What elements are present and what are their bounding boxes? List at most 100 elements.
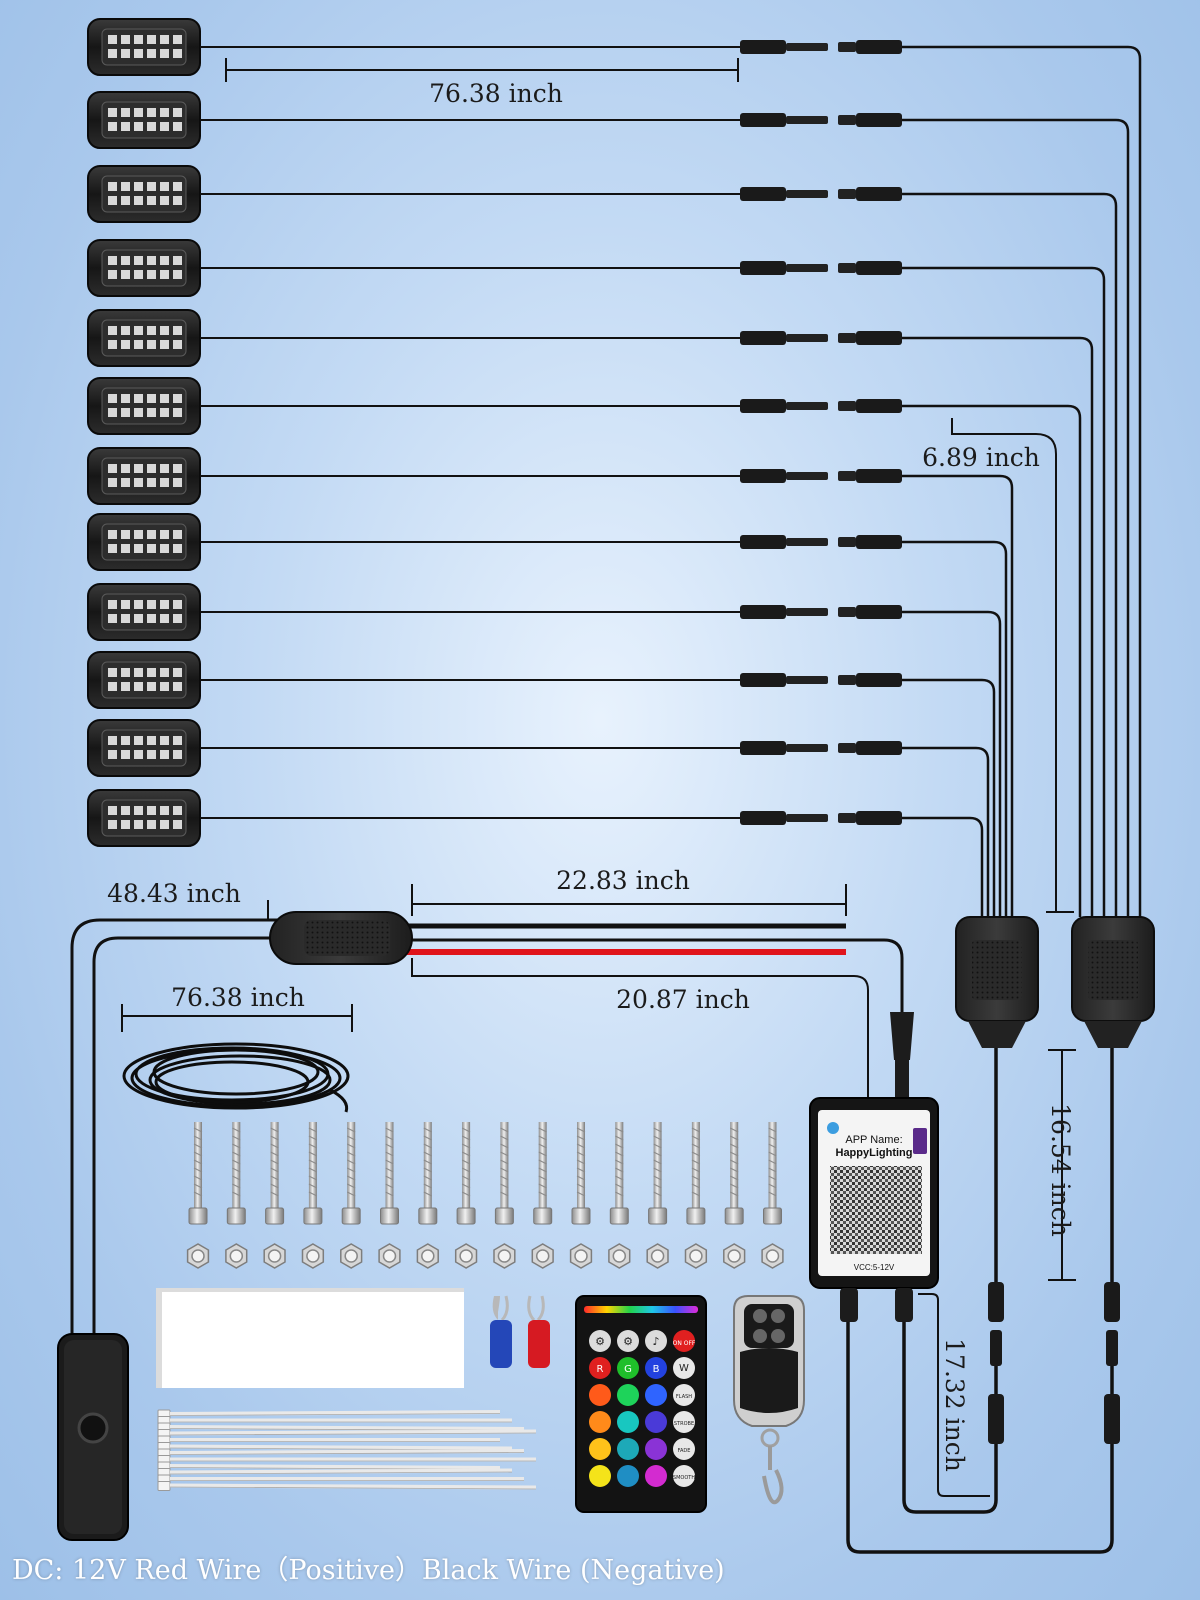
rock-light-row (87, 583, 1002, 917)
nut-icon (531, 1243, 554, 1269)
ring-terminal-icon (490, 1295, 550, 1368)
dimension-branch-spacing (951, 418, 1074, 913)
connector-icon (740, 741, 902, 755)
cable-tie-icon (157, 1409, 537, 1491)
screw-icon (456, 1122, 476, 1225)
nut-icon (225, 1243, 248, 1269)
dimension-label-branch-spacing: 6.89 inch (922, 443, 1040, 472)
nut-icon (493, 1243, 516, 1269)
nut-icon (186, 1243, 210, 1269)
screw-icon (188, 1122, 208, 1225)
cable-tie-icon (157, 1435, 500, 1446)
dimension-power-leads-top (411, 884, 847, 916)
nut-icon (416, 1243, 439, 1269)
screw-icon (533, 1122, 553, 1225)
connector-icon (740, 399, 902, 413)
remote-button-label: FADE (678, 1448, 691, 1454)
mounting-nuts (186, 1243, 784, 1269)
mounting-screws (188, 1122, 782, 1225)
rock-light-pods (87, 18, 1142, 917)
dimension-power-leads-bottom (411, 958, 880, 1099)
rock-light-pod-icon (87, 789, 201, 847)
connector-icon (740, 113, 902, 127)
controller-app-name: HappyLighting (836, 1147, 913, 1159)
connector-icon (740, 40, 902, 54)
screw-icon (494, 1122, 514, 1225)
screw-icon (609, 1122, 629, 1225)
rock-light-row (87, 165, 1118, 917)
nut-icon (761, 1243, 784, 1269)
nut-icon (378, 1243, 401, 1269)
connector-icon (740, 331, 902, 345)
connector-icon (740, 811, 902, 825)
remote-button-label: ON OFF (673, 1340, 696, 1347)
cable-tie-icon (157, 1474, 524, 1485)
remote-button-label: ⚙ (623, 1335, 633, 1348)
screw-icon (418, 1122, 438, 1225)
remote-button-label: STROBE (674, 1421, 694, 1427)
connector-icon (740, 673, 902, 687)
rock-light-row (87, 377, 1082, 917)
rock-light-pod-icon (87, 18, 201, 76)
dimension-label-light-to-connector: 76.38 inch (429, 79, 563, 108)
rock-light-row (87, 18, 1142, 917)
screw-icon (265, 1122, 285, 1225)
cable-tie-icon (157, 1468, 513, 1478)
rock-light-row (87, 719, 990, 917)
cable-tie-icon (157, 1448, 525, 1459)
nut-icon (684, 1243, 708, 1269)
connector-icon (740, 469, 902, 483)
nut-icon (340, 1243, 363, 1269)
rock-light-pod-icon (87, 447, 201, 505)
inline-fuse-housing (269, 911, 413, 965)
dimension-label-extension-cable: 76.38 inch (171, 983, 305, 1012)
nut-icon (608, 1243, 631, 1269)
remote-button-label: FLASH (676, 1394, 692, 1400)
power-wires (70, 918, 904, 1340)
screw-icon (763, 1122, 782, 1225)
dimension-controller-lead (918, 1293, 990, 1497)
screw-icon (303, 1122, 323, 1225)
app-logo-icon (827, 1122, 839, 1134)
remote-button-label: ♪ (652, 1335, 659, 1348)
controller-app-label: APP Name: (845, 1134, 902, 1146)
remote-button-label: W (679, 1363, 689, 1374)
screw-icon (648, 1122, 668, 1225)
rock-light-pod-icon (87, 583, 201, 641)
rock-light-row (87, 91, 1130, 917)
dimension-label-power-leads-top: 22.83 inch (556, 866, 690, 895)
dimension-label-switch-cable: 48.43 inch (107, 879, 241, 908)
toggle-switch-icon (57, 1333, 129, 1541)
splitter-box-right (1071, 916, 1155, 1048)
key-fob-remote-icon (733, 1295, 805, 1505)
double-sided-tape-icon (156, 1288, 464, 1388)
dimension-switch-cable (71, 900, 269, 1340)
dimension-light-to-connector (225, 58, 739, 82)
rock-light-pod-icon (87, 513, 201, 571)
remote-button-label: ⚙ (595, 1335, 605, 1348)
rock-light-pod-icon (87, 91, 201, 149)
cable-tie-icon (157, 1429, 537, 1439)
power-spec-caption: DC: 12V Red Wire（Positive）Black Wire (Ne… (12, 1555, 725, 1586)
rock-light-pod-icon (87, 651, 201, 709)
remote-button-label: B (653, 1364, 660, 1375)
nut-icon (454, 1243, 478, 1269)
nut-icon (301, 1243, 325, 1269)
dimension-label-controller-lead: 17.32 inch (940, 1338, 969, 1472)
rock-light-row (87, 239, 1106, 917)
dimension-splitter-lead (1048, 1049, 1076, 1281)
screw-icon (571, 1122, 591, 1225)
connector-icon (740, 605, 902, 619)
rock-light-row (87, 789, 984, 917)
screw-icon (341, 1122, 361, 1225)
cable-tie-icon (157, 1481, 537, 1491)
screw-icon (724, 1122, 744, 1225)
rock-light-pod-icon (87, 165, 201, 223)
lead-connectors (988, 1282, 1120, 1444)
nut-icon (723, 1243, 746, 1269)
cable-tie-icon (157, 1416, 512, 1426)
controller-box: APP Name: HappyLighting VCC:5-12V (809, 1012, 939, 1322)
remote-button-label: SMOOTH (673, 1475, 695, 1481)
